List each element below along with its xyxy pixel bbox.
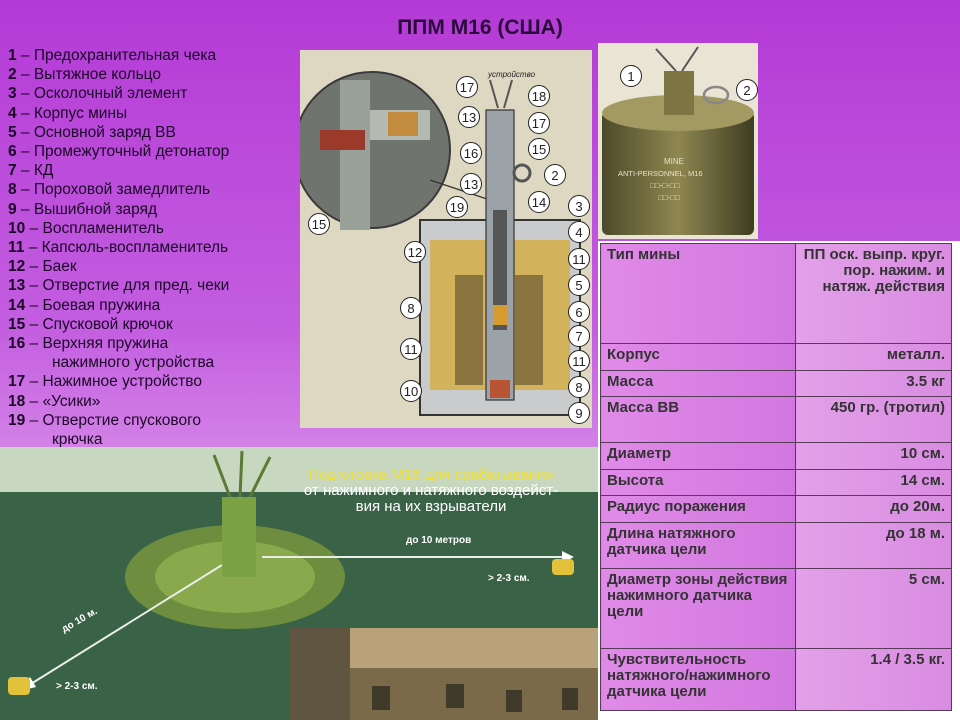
spec-value: 3.5 кг xyxy=(795,370,952,397)
legend-item: 7 – КД xyxy=(8,162,54,180)
spec-value: 14 см. xyxy=(795,469,952,496)
legend-item-continuation: крючка xyxy=(52,431,103,449)
spec-value: 10 см. xyxy=(795,442,952,470)
callout: 2 xyxy=(544,164,566,186)
spec-key: Диаметр xyxy=(600,442,796,470)
table-row: Диаметр 10 см. xyxy=(600,442,952,470)
height-label: > 2-3 см. xyxy=(56,681,98,692)
table-row: Тип мины ПП оск. выпр. круг. пор. нажим.… xyxy=(600,243,952,344)
legend-item: 1 – Предохранительная чека xyxy=(8,47,217,64)
callout: 18 xyxy=(528,85,550,107)
spec-key: Тип мины xyxy=(600,243,796,344)
legend-item: 3 – Осколочный элемент xyxy=(8,85,188,103)
mine-photo: 1 2 MINE ANTI-PERSONNEL, M16 □□-□-□□ □□-… xyxy=(598,43,758,239)
spec-value: 5 см. xyxy=(795,568,952,649)
cutaway-illustration xyxy=(300,71,581,416)
spec-key: Масса xyxy=(600,370,796,397)
callout: 17 xyxy=(528,112,550,134)
scene-caption-line: вия на их взрыватели xyxy=(355,498,507,515)
table-row: Радиус поражения до 20м. xyxy=(600,495,952,523)
table-row: Масса ВВ 450 гр. (тротил) xyxy=(600,396,952,443)
legend-item: 15 – Спусковой крючок xyxy=(8,315,173,333)
callout: 8 xyxy=(568,376,590,398)
callout: 7 xyxy=(568,325,590,347)
page-title: ППМ М16 (США) xyxy=(397,16,563,39)
callout: 11 xyxy=(568,248,590,270)
distance-label: до 10 метров xyxy=(406,535,472,546)
spec-key: Диаметр зоны действия нажимного датчика … xyxy=(600,568,796,649)
device-label: устройство xyxy=(488,70,536,79)
legend-item: 13 – Отверстие для пред. чеки xyxy=(8,277,230,295)
callout: 12 xyxy=(404,241,426,263)
mine-marking: MINE xyxy=(664,157,684,166)
callout: 13 xyxy=(460,173,482,195)
callout: 13 xyxy=(458,106,480,128)
legend-item: 17 – Нажимное устройство xyxy=(8,373,202,391)
callout: 11 xyxy=(400,338,422,360)
callout: 10 xyxy=(400,380,422,402)
callout: 15 xyxy=(528,138,550,160)
minefield-photo xyxy=(290,628,598,720)
legend-item: 9 – Вышибной заряд xyxy=(8,200,158,218)
callout: 17 xyxy=(456,76,478,98)
spec-value: 1.4 / 3.5 кг. xyxy=(795,648,952,711)
scene-caption-line: Подготовка М16 для срабатывания xyxy=(308,466,554,483)
legend-item: 4 – Корпус мины xyxy=(8,104,128,122)
callout: 11 xyxy=(568,350,590,372)
scene-caption: Подготовка М16 для срабатывания от нажим… xyxy=(264,467,598,515)
spec-key: Чувствительность натяжного/нажимного дат… xyxy=(600,648,796,711)
table-row: Длина натяжного датчика цели до 18 м. xyxy=(600,522,952,569)
callout: 6 xyxy=(568,301,590,323)
mine-illustration xyxy=(602,46,754,235)
spec-table: Тип мины ПП оск. выпр. круг. пор. нажим.… xyxy=(600,243,952,711)
callout: 5 xyxy=(568,274,590,296)
legend-item: 2 – Вытяжное кольцо xyxy=(8,66,161,84)
spec-key: Высота xyxy=(600,469,796,496)
spec-key: Радиус поражения xyxy=(600,495,796,523)
parts-legend: 1 – Предохранительная чека 2 – Вытяжное … xyxy=(8,46,308,449)
legend-item: 18 – «Усики» xyxy=(8,392,101,410)
legend-item: 12 – Баек xyxy=(8,258,77,276)
table-row: Корпус металл. xyxy=(600,343,952,371)
spec-value: 450 гр. (тротил) xyxy=(795,396,952,443)
legend-item: 6 – Промежуточный детонатор xyxy=(8,143,230,161)
spec-panel: Тип мины ПП оск. выпр. круг. пор. нажим.… xyxy=(598,241,960,720)
table-row: Диаметр зоны действия нажимного датчика … xyxy=(600,568,952,649)
spec-value: до 18 м. xyxy=(795,522,952,569)
spec-value: до 20м. xyxy=(795,495,952,523)
mine-marking: □□-□□ xyxy=(658,193,680,202)
height-label: > 2-3 см. xyxy=(488,573,530,584)
callout: 15 xyxy=(308,213,330,235)
spec-value: металл. xyxy=(795,343,952,371)
spec-value: ПП оск. выпр. круг. пор. нажим. и натяж.… xyxy=(795,243,952,344)
callout: 19 xyxy=(446,196,468,218)
legend-item: 8 – Пороховой замедлитель xyxy=(8,181,211,199)
callout: 3 xyxy=(568,195,590,217)
legend-item: 10 – Воспламенитель xyxy=(8,219,164,237)
table-row: Чувствительность натяжного/нажимного дат… xyxy=(600,648,952,711)
spec-key: Корпус xyxy=(600,343,796,371)
mine-marking: □□-□-□□ xyxy=(650,181,680,190)
callout: 16 xyxy=(460,142,482,164)
legend-item: 19 – Отверстие спускового xyxy=(8,411,202,429)
mine-marking: ANTI-PERSONNEL, M16 xyxy=(618,169,703,178)
table-row: Высота 14 см. xyxy=(600,469,952,496)
callout: 8 xyxy=(400,297,422,319)
legend-item-continuation: нажимного устройства xyxy=(52,354,215,372)
legend-item: 16 – Верхняя пружина xyxy=(8,335,169,353)
legend-item: 14 – Боевая пружина xyxy=(8,296,161,314)
spec-key: Длина натяжного датчика цели xyxy=(600,522,796,569)
callout: 14 xyxy=(528,191,550,213)
scene-caption-line: от нажимного и натяжного воздейст- xyxy=(303,482,559,499)
legend-item: 5 – Основной заряд ВВ xyxy=(8,123,176,141)
spec-key: Масса ВВ xyxy=(600,396,796,443)
callout: 4 xyxy=(568,221,590,243)
callout: 1 xyxy=(620,65,642,87)
callout: 2 xyxy=(736,79,758,101)
callout: 9 xyxy=(568,402,590,424)
legend-item: 11 – Капсюль-воспламенитель xyxy=(8,239,229,257)
cutaway-diagram: устройство 17 13 16 13 19 15 12 8 11 10 … xyxy=(300,50,592,428)
minefield-illustration xyxy=(290,628,598,720)
table-row: Масса 3.5 кг xyxy=(600,370,952,397)
